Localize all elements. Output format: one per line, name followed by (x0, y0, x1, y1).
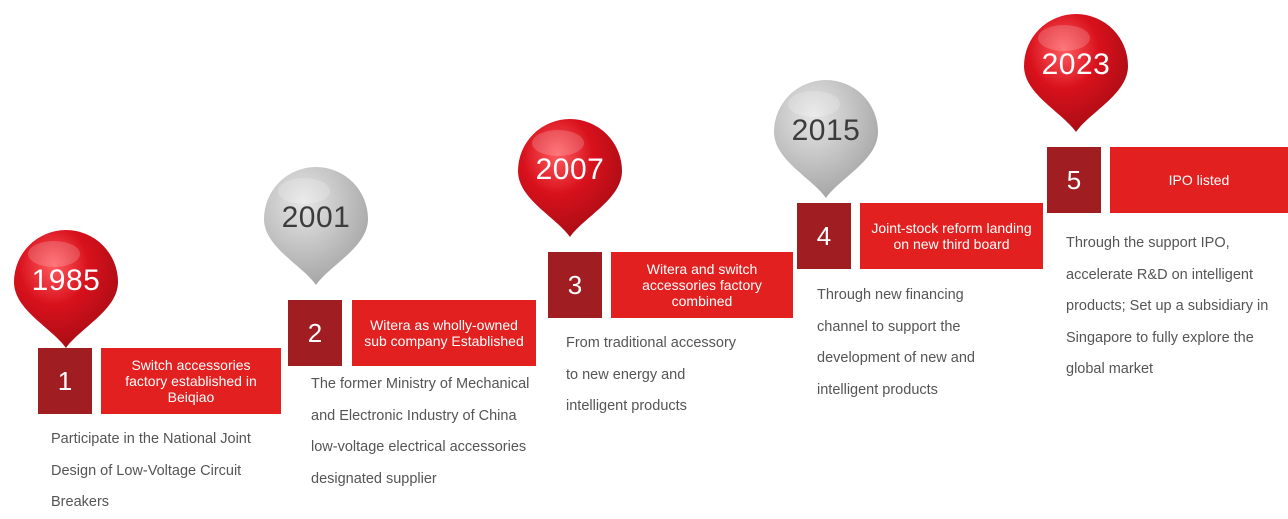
milestone-5-number: 5 (1047, 147, 1101, 213)
milestone-5-pin: 2023 (1022, 12, 1130, 132)
milestone-5-year: 2023 (1041, 48, 1111, 81)
map-pin-icon (264, 167, 368, 285)
milestone-2-description: The former Ministry of Mechanical and El… (311, 376, 530, 487)
milestone-1-description: Participate in the National Joint Design… (51, 431, 251, 510)
milestone-4-year: 2015 (791, 114, 861, 147)
milestone-1-year: 1985 (31, 264, 101, 297)
map-pin-icon (518, 119, 622, 237)
milestone-2-label: Witera as wholly-owned sub company Estab… (352, 300, 536, 366)
milestone-4-label: Joint-stock reform landing on new third … (860, 203, 1043, 269)
milestone-3-label: Witera and switch accessories factory co… (611, 252, 793, 318)
map-pin-icon (774, 80, 878, 198)
milestone-2-year: 2001 (281, 201, 351, 234)
milestone-1-label-text: Switch accessories factory established i… (125, 357, 257, 405)
milestone-2-pin: 2001 (262, 165, 370, 285)
milestone-4-pin: 2015 (772, 78, 880, 198)
milestone-1-label: Switch accessories factory established i… (101, 348, 281, 414)
milestone-2-number: 2 (288, 300, 342, 366)
milestone-3-number: 3 (548, 252, 602, 318)
milestone-4-description: Through new financing channel to support… (817, 287, 975, 398)
milestone-1-number: 1 (38, 348, 92, 414)
milestone-5-label-text: IPO listed (1168, 172, 1230, 188)
milestone-4-number: 4 (797, 203, 851, 269)
milestone-5-label: IPO listed (1110, 147, 1288, 213)
milestone-3-pin: 2007 (516, 117, 624, 237)
milestone-3-year: 2007 (535, 153, 605, 186)
milestone-4-label-text: Joint-stock reform landing on new third … (871, 220, 1032, 252)
milestone-2-label-text: Witera as wholly-owned sub company Estab… (364, 317, 524, 349)
map-pin-icon (14, 230, 118, 348)
milestone-3-label-text: Witera and switch accessories factory co… (642, 261, 762, 309)
map-pin-icon (1024, 14, 1128, 132)
milestone-5-description: Through the support IPO, accelerate R&D … (1066, 235, 1269, 377)
milestone-3-description: From traditional accessory to new energy… (566, 335, 737, 414)
milestone-1-pin: 1985 (12, 228, 120, 348)
